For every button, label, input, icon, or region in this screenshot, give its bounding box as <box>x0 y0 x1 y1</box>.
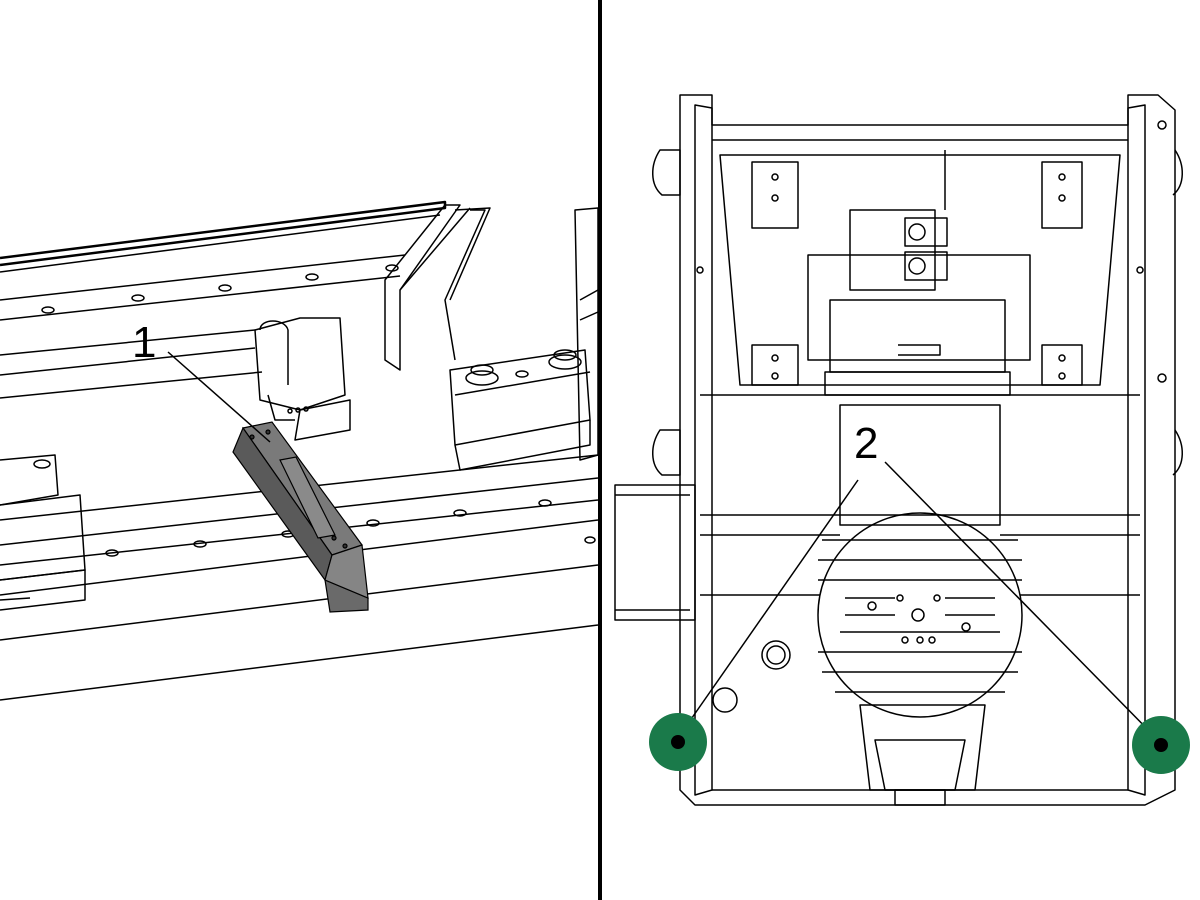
callout-2-label: 2 <box>854 419 878 468</box>
table-slots <box>818 539 1022 693</box>
right-panel <box>614 94 1183 806</box>
alignment-tool-part <box>232 421 369 613</box>
leveling-pad-marker-left <box>649 713 707 771</box>
upper-rail-holes <box>41 264 399 314</box>
callout-1-label: 1 <box>132 318 156 367</box>
leveling-pad-marker-right <box>1132 716 1190 774</box>
left-panel <box>0 200 599 701</box>
callout-1: 1 <box>132 318 271 443</box>
callout-2: 2 <box>679 419 1161 743</box>
